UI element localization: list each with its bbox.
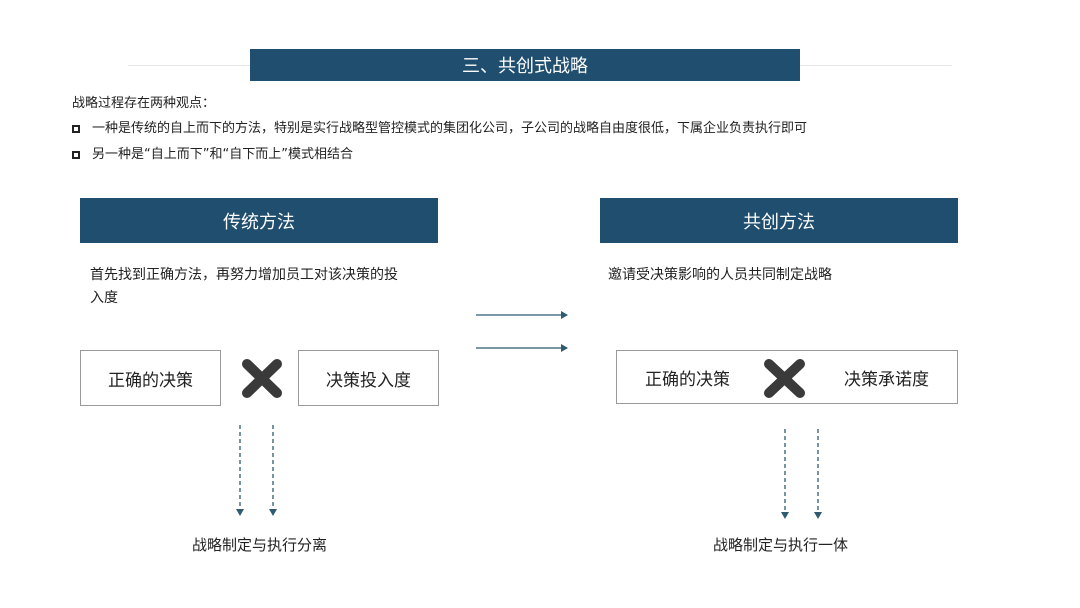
co-creation-method-description: 邀请受决策影响的人员共同制定战略 (608, 267, 832, 283)
page-title: 三、共创式战略 (250, 49, 800, 81)
cross-icon (242, 359, 282, 398)
bullet-text-2: 另一种是“自上而下”和“自下而上”模式相结合 (92, 147, 353, 162)
transition-arrows (476, 311, 568, 352)
traditional-description-line-2: 入度 (90, 290, 118, 306)
traditional-description-line-1: 首先找到正确方法，再努力增加员工对该决策的投 (90, 267, 398, 283)
bullet-item-1: 一种是传统的自上而下的方法，特别是实行战略型管控模式的集团化公司，子公司的战略自… (72, 120, 807, 138)
traditional-method-header: 传统方法 (80, 198, 438, 243)
left-result-text: 战略制定与执行分离 (192, 536, 328, 554)
co-creation-method-header: 共创方法 (600, 198, 958, 243)
cross-icon (764, 359, 805, 398)
decision-engagement-box: 决策投入度 (298, 350, 439, 406)
decision-commitment-label: 决策承诺度 (844, 369, 929, 390)
square-bullet-icon (72, 151, 80, 159)
correct-decision-label-right: 正确的决策 (645, 369, 730, 390)
traditional-method-description: 首先找到正确方法，再努力增加员工对该决策的投 入度 (90, 264, 435, 310)
bullet-item-2: 另一种是“自上而下”和“自下而上”模式相结合 (72, 146, 353, 164)
right-down-arrows (781, 429, 822, 519)
square-bullet-icon (72, 125, 80, 133)
intro-text: 战略过程存在两种观点： (72, 96, 216, 111)
left-down-arrows (236, 425, 277, 516)
right-result-text: 战略制定与执行一体 (713, 536, 849, 554)
bullet-text-1: 一种是传统的自上而下的方法，特别是实行战略型管控模式的集团化公司，子公司的战略自… (92, 121, 808, 136)
correct-decision-box-left: 正确的决策 (80, 350, 221, 406)
